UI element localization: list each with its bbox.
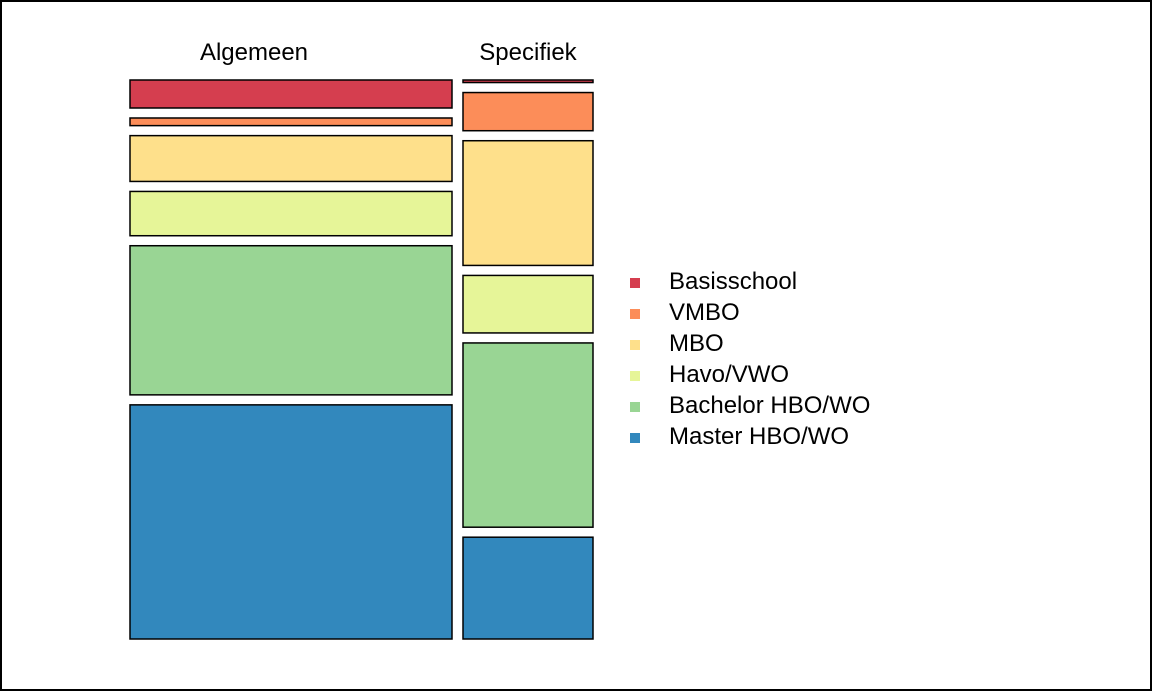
legend-item-havo-vwo: Havo/VWO bbox=[630, 361, 789, 388]
legend-swatch-basisschool bbox=[630, 278, 640, 288]
cell-specifiek-vmbo bbox=[462, 91, 594, 132]
legend-item-vmbo: VMBO bbox=[630, 299, 740, 326]
legend-swatch-bachelor bbox=[630, 402, 640, 412]
legend-label-vmbo: VMBO bbox=[669, 299, 740, 326]
legend-label-bachelor: Bachelor HBO/WO bbox=[669, 392, 870, 419]
legend: Basisschool VMBO MBO Havo/VWO Bachelor H… bbox=[630, 268, 870, 450]
cell-specifiek-havo-vwo bbox=[462, 274, 594, 334]
cell-specifiek-mbo bbox=[462, 139, 594, 267]
cell-algemeen-havo-vwo bbox=[129, 190, 453, 237]
cell-algemeen-mbo bbox=[129, 134, 453, 183]
legend-label-master: Master HBO/WO bbox=[669, 423, 849, 450]
cell-specifiek-basisschool bbox=[462, 79, 594, 84]
legend-swatch-vmbo bbox=[630, 309, 640, 319]
legend-swatch-havo-vwo bbox=[630, 371, 640, 381]
legend-label-basisschool: Basisschool bbox=[669, 268, 797, 295]
legend-item-master: Master HBO/WO bbox=[630, 423, 849, 450]
column-label-algemeen: Algemeen bbox=[200, 39, 308, 66]
legend-label-mbo: MBO bbox=[669, 330, 724, 357]
mosaic-cells bbox=[129, 79, 594, 640]
cell-algemeen-master-hbo-wo bbox=[129, 404, 453, 640]
cell-specifiek-bachelor-hbo-wo bbox=[462, 342, 594, 528]
cell-algemeen-vmbo bbox=[129, 117, 453, 127]
legend-label-havo-vwo: Havo/VWO bbox=[669, 361, 789, 388]
legend-swatch-mbo bbox=[630, 340, 640, 350]
legend-item-bachelor: Bachelor HBO/WO bbox=[630, 392, 870, 419]
cell-specifiek-master-hbo-wo bbox=[462, 536, 594, 640]
column-labels: Algemeen Specifiek bbox=[200, 39, 578, 66]
legend-item-basisschool: Basisschool bbox=[630, 268, 797, 295]
legend-swatch-master bbox=[630, 433, 640, 443]
cell-algemeen-basisschool bbox=[129, 79, 453, 109]
legend-item-mbo: MBO bbox=[630, 330, 724, 357]
column-label-specifiek: Specifiek bbox=[479, 39, 577, 66]
cell-algemeen-bachelor-hbo-wo bbox=[129, 244, 453, 396]
